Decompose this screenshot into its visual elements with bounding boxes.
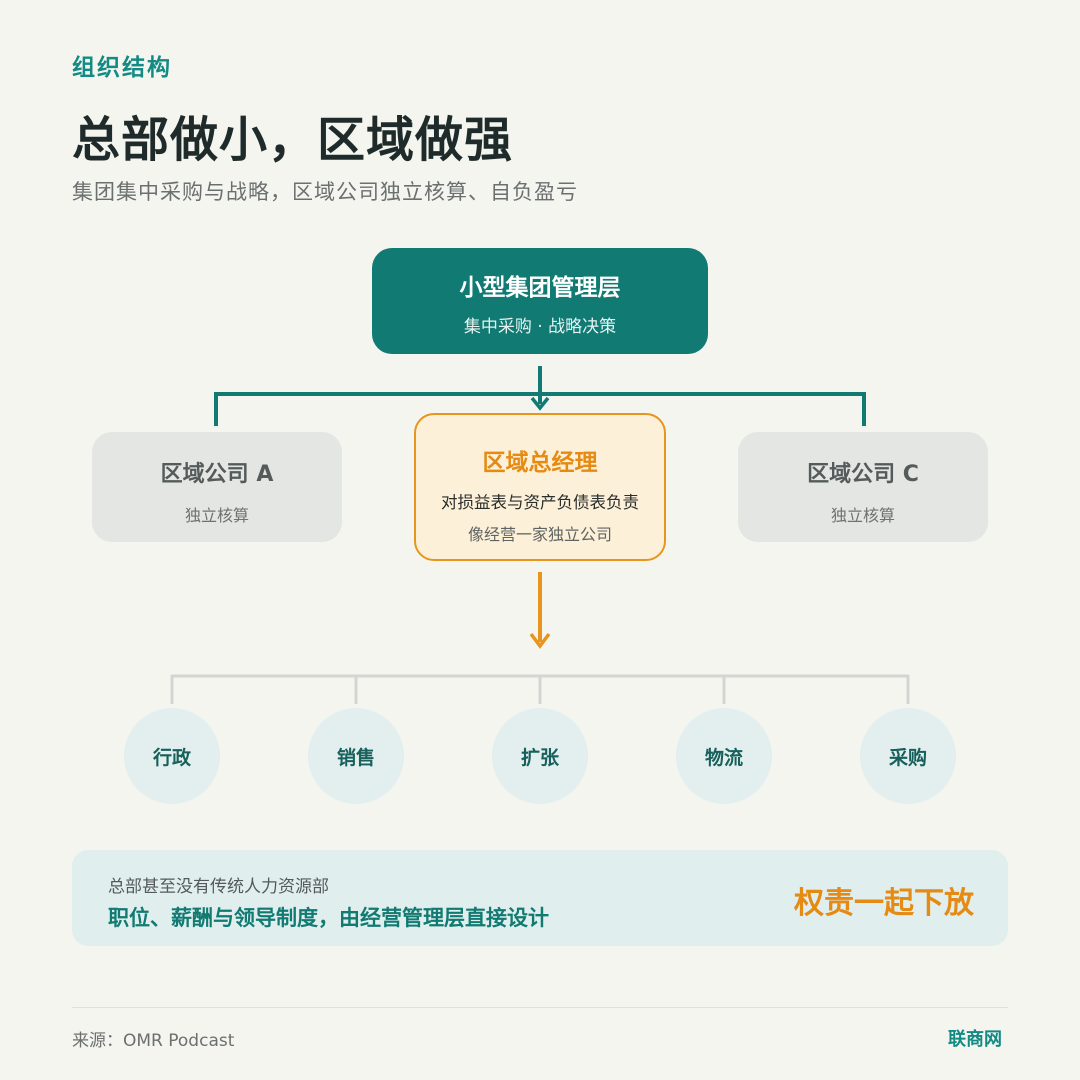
summary-banner: 总部甚至没有传统人力资源部 职位、薪酬与领导制度，由经营管理层直接设计 权责一起… — [72, 850, 1008, 946]
regional-company-a-title: 区域公司 A — [160, 462, 274, 487]
source-credit: 来源：OMR Podcast — [72, 1031, 235, 1051]
regional-company-c-box: 区域公司 C 独立核算 — [738, 432, 988, 542]
brand-logo: 联商网 — [948, 1029, 1002, 1050]
section-tag: 组织结构 — [72, 55, 172, 81]
banner-note: 总部甚至没有传统人力资源部 — [108, 877, 329, 897]
banner-highlight: 权责一起下放 — [794, 886, 974, 921]
function-circle-expansion: 扩张 — [492, 708, 588, 804]
group-management-subtitle: 集中采购 · 战略决策 — [463, 317, 617, 337]
group-management-title: 小型集团管理层 — [459, 275, 621, 301]
regional-company-a-box: 区域公司 A 独立核算 — [92, 432, 342, 542]
footer-divider — [72, 1007, 1008, 1008]
regional-gm-line1: 对损益表与资产负债表负责 — [441, 493, 639, 512]
group-management-box: 小型集团管理层 集中采购 · 战略决策 — [372, 248, 708, 354]
page-subtitle: 集团集中采购与战略，区域公司独立核算、自负盈亏 — [72, 180, 578, 204]
connector-top-arrowhead — [530, 396, 550, 411]
regional-gm-line2: 像经营一家独立公司 — [467, 525, 612, 544]
regional-company-a-subtitle: 独立核算 — [184, 506, 249, 525]
connector-orange-arrowhead — [529, 632, 551, 649]
regional-company-c-subtitle: 独立核算 — [830, 506, 895, 525]
function-circle-logistics: 物流 — [676, 708, 772, 804]
function-circle-procurement: 采购 — [860, 708, 956, 804]
page-title: 总部做小，区域做强 — [72, 112, 514, 168]
regional-gm-title: 区域总经理 — [482, 450, 598, 476]
regional-company-c-title: 区域公司 C — [807, 462, 919, 487]
regional-gm-box: 区域总经理 对损益表与资产负债表负责 像经营一家独立公司 — [414, 413, 666, 561]
function-circle-sales: 销售 — [308, 708, 404, 804]
banner-statement: 职位、薪酬与领导制度，由经营管理层直接设计 — [108, 906, 549, 930]
function-circle-admin: 行政 — [124, 708, 220, 804]
